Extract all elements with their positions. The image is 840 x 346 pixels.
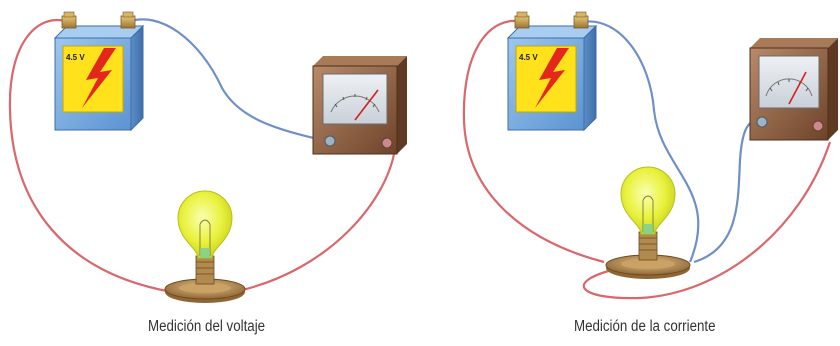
battery-terminal-positive: [574, 12, 588, 28]
light-bulb: [606, 167, 690, 279]
battery-terminal-positive: [121, 12, 135, 28]
meter-terminal-left: [757, 117, 767, 127]
battery-terminal-negative: [515, 12, 529, 28]
right-panel: 4.5 V: [464, 12, 838, 298]
blue-wire-bulb-to-meter: [694, 120, 756, 262]
right-caption: Medición de la corriente: [574, 318, 716, 336]
left-panel: 4.5 V: [10, 12, 407, 303]
red-wire-bulb-to-meter: [238, 148, 395, 291]
meter-terminal-right: [813, 121, 823, 131]
blue-wire-battery-to-meter: [128, 19, 322, 140]
battery-label: 4.5 V: [519, 53, 538, 62]
meter-terminal-left: [325, 136, 335, 146]
meter-terminal-right: [382, 138, 392, 148]
ammeter: [750, 38, 838, 140]
battery-terminal-negative: [62, 12, 76, 28]
left-caption: Medición del voltaje: [148, 318, 265, 336]
battery: 4.5 V: [508, 12, 596, 130]
battery: 4.5 V: [55, 12, 143, 130]
battery-label: 4.5 V: [66, 53, 85, 62]
voltmeter: [313, 56, 407, 154]
light-bulb: [165, 191, 245, 303]
